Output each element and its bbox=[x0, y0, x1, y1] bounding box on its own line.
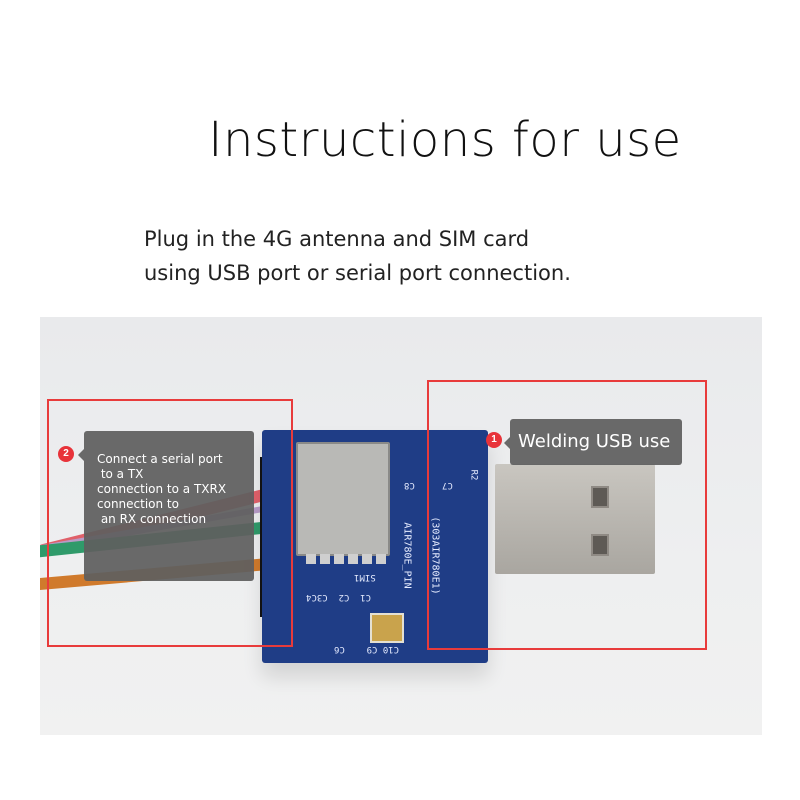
usb-highlight-frame bbox=[427, 380, 707, 650]
label-caps: C1 C2 C3C4 bbox=[306, 592, 372, 602]
callout-serial-port: Connect a serial port to a TX connection… bbox=[78, 431, 254, 581]
usb-hole-top bbox=[591, 486, 609, 508]
instructions-line-1: Plug in the 4G antenna and SIM card bbox=[144, 227, 530, 251]
callout-welding-usb-text: Welding USB use bbox=[518, 431, 671, 452]
tantalum-capacitor bbox=[370, 613, 404, 643]
label-c8: C8 bbox=[404, 480, 415, 490]
label-model: AIR780E_PIN bbox=[401, 522, 413, 589]
callout-serial-port-text: Connect a serial port to a TX connection… bbox=[97, 452, 227, 526]
callout-badge-1: 1 bbox=[486, 432, 502, 448]
callout-welding-usb: Welding USB use bbox=[504, 419, 682, 465]
callout-badge-2: 2 bbox=[58, 446, 74, 462]
page-title: Instructions for use bbox=[208, 112, 682, 168]
usb-a-connector bbox=[495, 464, 655, 574]
label-sim: SIM1 bbox=[354, 572, 376, 582]
instructions-text: Plug in the 4G antenna and SIM card usin… bbox=[144, 222, 571, 290]
sim-card-slot bbox=[296, 442, 390, 556]
sim-slot-pins bbox=[306, 554, 386, 564]
serial-port-highlight-frame bbox=[47, 399, 293, 647]
label-bottom-caps: C10 C9 C6 bbox=[334, 644, 400, 654]
usb-hole-bottom bbox=[591, 534, 609, 556]
instructions-line-2: using USB port or serial port connection… bbox=[144, 261, 571, 285]
